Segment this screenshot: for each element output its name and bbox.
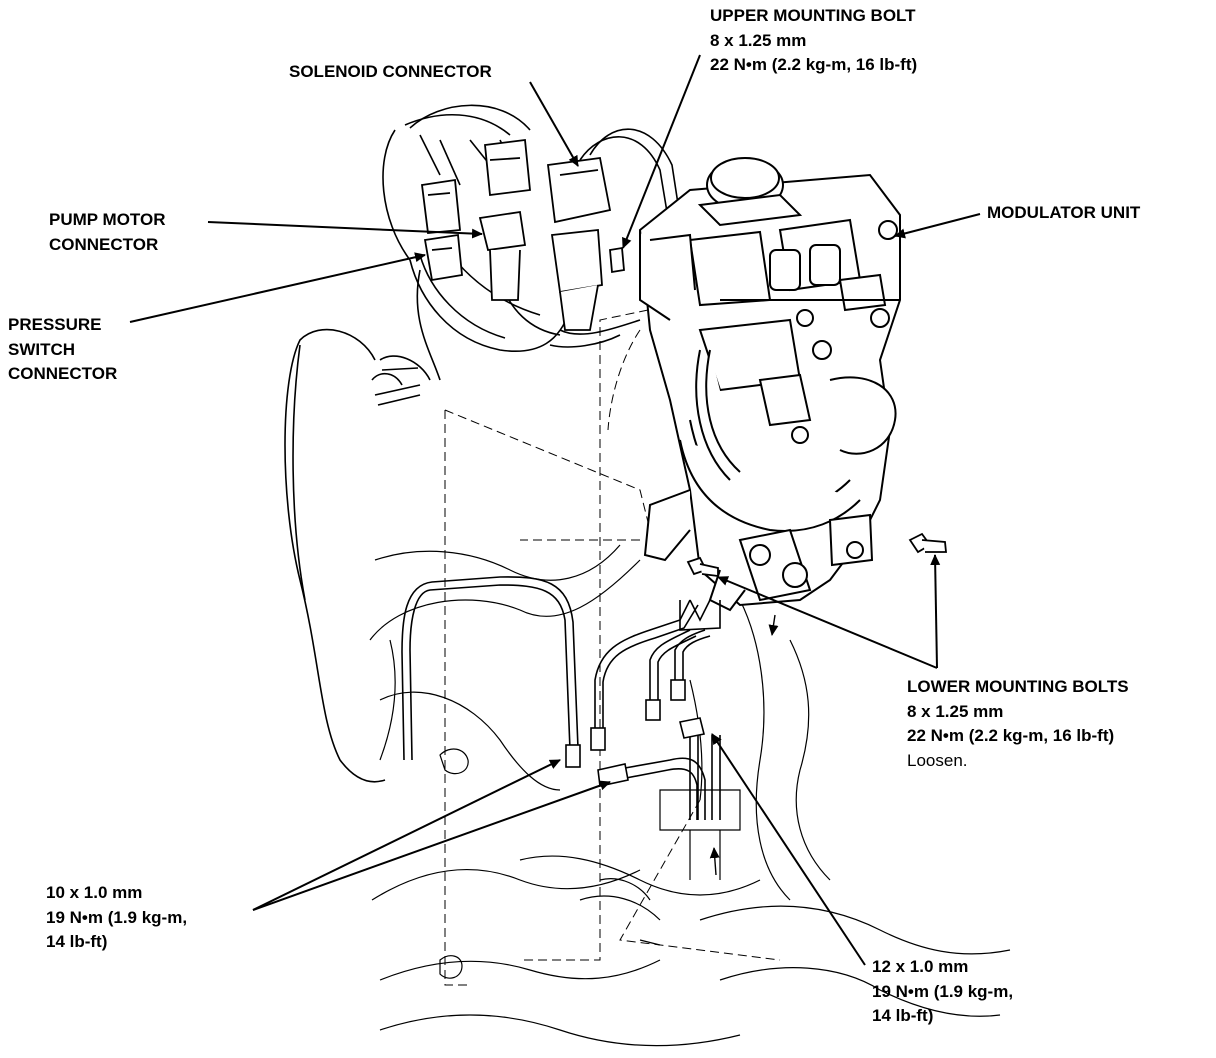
lower-mounting-bolts-label: LOWER MOUNTING BOLTS 8 x 1.25 mm 22 N•m … xyxy=(907,675,1129,773)
flare-nuts xyxy=(565,679,705,787)
flare-nut-12-torque-2: 14 lb-ft) xyxy=(872,1006,934,1025)
upper-bolt-title: UPPER MOUNTING BOLT xyxy=(710,6,916,25)
pressure-switch-line1: PRESSURE xyxy=(8,315,102,334)
flare-nut-12-torque-1: 19 N•m (1.9 kg-m, xyxy=(872,981,1014,1001)
solenoid-connector-title: SOLENOID CONNECTOR xyxy=(289,62,492,81)
pressure-switch-line2: SWITCH xyxy=(8,339,76,359)
dashed-alignment-lines xyxy=(444,309,781,986)
pump-motor-connector-label: PUMP MOTOR CONNECTOR xyxy=(49,208,166,257)
pump-motor-line1: PUMP MOTOR xyxy=(49,210,166,229)
upper-mounting-bolt-label: UPPER MOUNTING BOLT 8 x 1.25 mm 22 N•m (… xyxy=(710,4,917,78)
flare-nut-10mm-label: 10 x 1.0 mm 19 N•m (1.9 kg-m, 14 lb-ft) xyxy=(46,881,187,955)
pressure-switch-connector-label: PRESSURE SWITCH CONNECTOR xyxy=(8,313,117,387)
lower-bolts-torque: 22 N•m (2.2 kg-m, 16 lb-ft) xyxy=(907,726,1115,745)
upper-bolt-torque: 22 N•m (2.2 kg-m, 16 lb-ft) xyxy=(710,55,918,74)
lower-bolts-note: Loosen. xyxy=(907,750,968,770)
brake-lines xyxy=(401,576,721,820)
flare-nut-10-torque-1: 19 N•m (1.9 kg-m, xyxy=(46,907,188,927)
engine-compartment-outline xyxy=(369,544,1011,1047)
flare-nut-10-size: 10 x 1.0 mm xyxy=(46,883,143,902)
pressure-switch-line3: CONNECTOR xyxy=(8,364,118,383)
solenoid-connector-label: SOLENOID CONNECTOR xyxy=(289,60,492,85)
flare-nut-10-torque-2: 14 lb-ft) xyxy=(46,932,108,951)
leader-lines xyxy=(129,54,981,966)
wiring-harness xyxy=(284,104,683,783)
modulator-unit-drawing xyxy=(638,157,901,612)
direction-arrows xyxy=(709,614,779,876)
modulator-unit-label: MODULATOR UNIT xyxy=(987,201,1140,226)
flare-nut-12-size: 12 x 1.0 mm xyxy=(872,957,969,976)
pump-motor-line2: CONNECTOR xyxy=(49,234,159,254)
flare-nut-12mm-label: 12 x 1.0 mm 19 N•m (1.9 kg-m, 14 lb-ft) xyxy=(872,955,1013,1029)
lower-bolts-size: 8 x 1.25 mm xyxy=(907,701,1004,721)
connector-bodies xyxy=(420,138,625,331)
modulator-unit-title: MODULATOR UNIT xyxy=(987,203,1141,222)
lower-bolts-title: LOWER MOUNTING BOLTS xyxy=(907,677,1129,696)
mounting-bolts xyxy=(686,532,947,578)
upper-bolt-size: 8 x 1.25 mm xyxy=(710,30,807,50)
